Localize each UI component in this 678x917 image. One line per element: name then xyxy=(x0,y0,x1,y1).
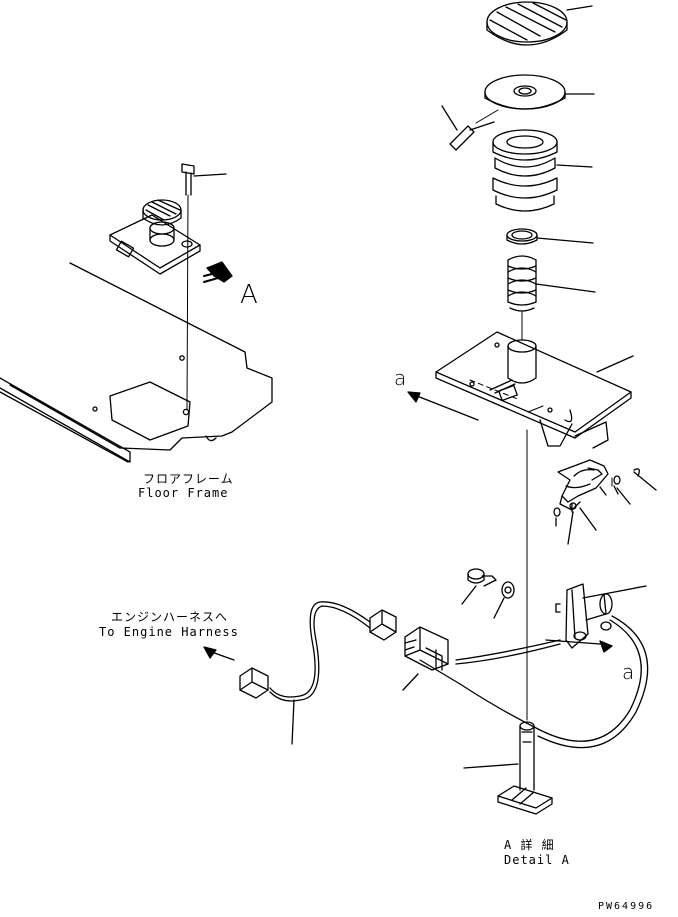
floor-frame-label-en: Floor Frame xyxy=(138,486,229,500)
retainer-ring xyxy=(507,229,593,244)
pivot-pin xyxy=(464,722,552,814)
engine-harness-label-jp: エンジンハーネスへ xyxy=(111,610,229,624)
detail-a-label-jp: A 詳 細 xyxy=(504,838,555,852)
view-a-label: A xyxy=(240,280,258,310)
wire-harness xyxy=(204,602,560,744)
spring xyxy=(508,256,595,340)
engine-harness-label-en: To Engine Harness xyxy=(99,625,239,639)
floor-frame xyxy=(0,263,272,462)
pin xyxy=(442,106,498,150)
rubber-boot xyxy=(493,130,592,211)
pedal-pad xyxy=(487,2,592,45)
bracket-and-hardware xyxy=(527,430,656,720)
section-arrow-a-left xyxy=(408,392,478,420)
section-a-label-left: a xyxy=(394,366,407,390)
sensor-switch xyxy=(420,584,648,748)
drawing-code: PW64996 xyxy=(598,901,655,912)
leader-lines xyxy=(528,406,543,412)
view-arrow-a xyxy=(204,262,232,282)
washer-plate xyxy=(485,75,594,109)
detail-a-label-en: Detail A xyxy=(504,853,570,867)
floor-frame-label-jp: フロアフレーム xyxy=(143,472,234,486)
pedal-assembly-small xyxy=(110,164,226,410)
bolt-and-washer xyxy=(462,569,514,618)
base-plate xyxy=(436,332,633,448)
section-a-label-right: a xyxy=(622,660,635,684)
